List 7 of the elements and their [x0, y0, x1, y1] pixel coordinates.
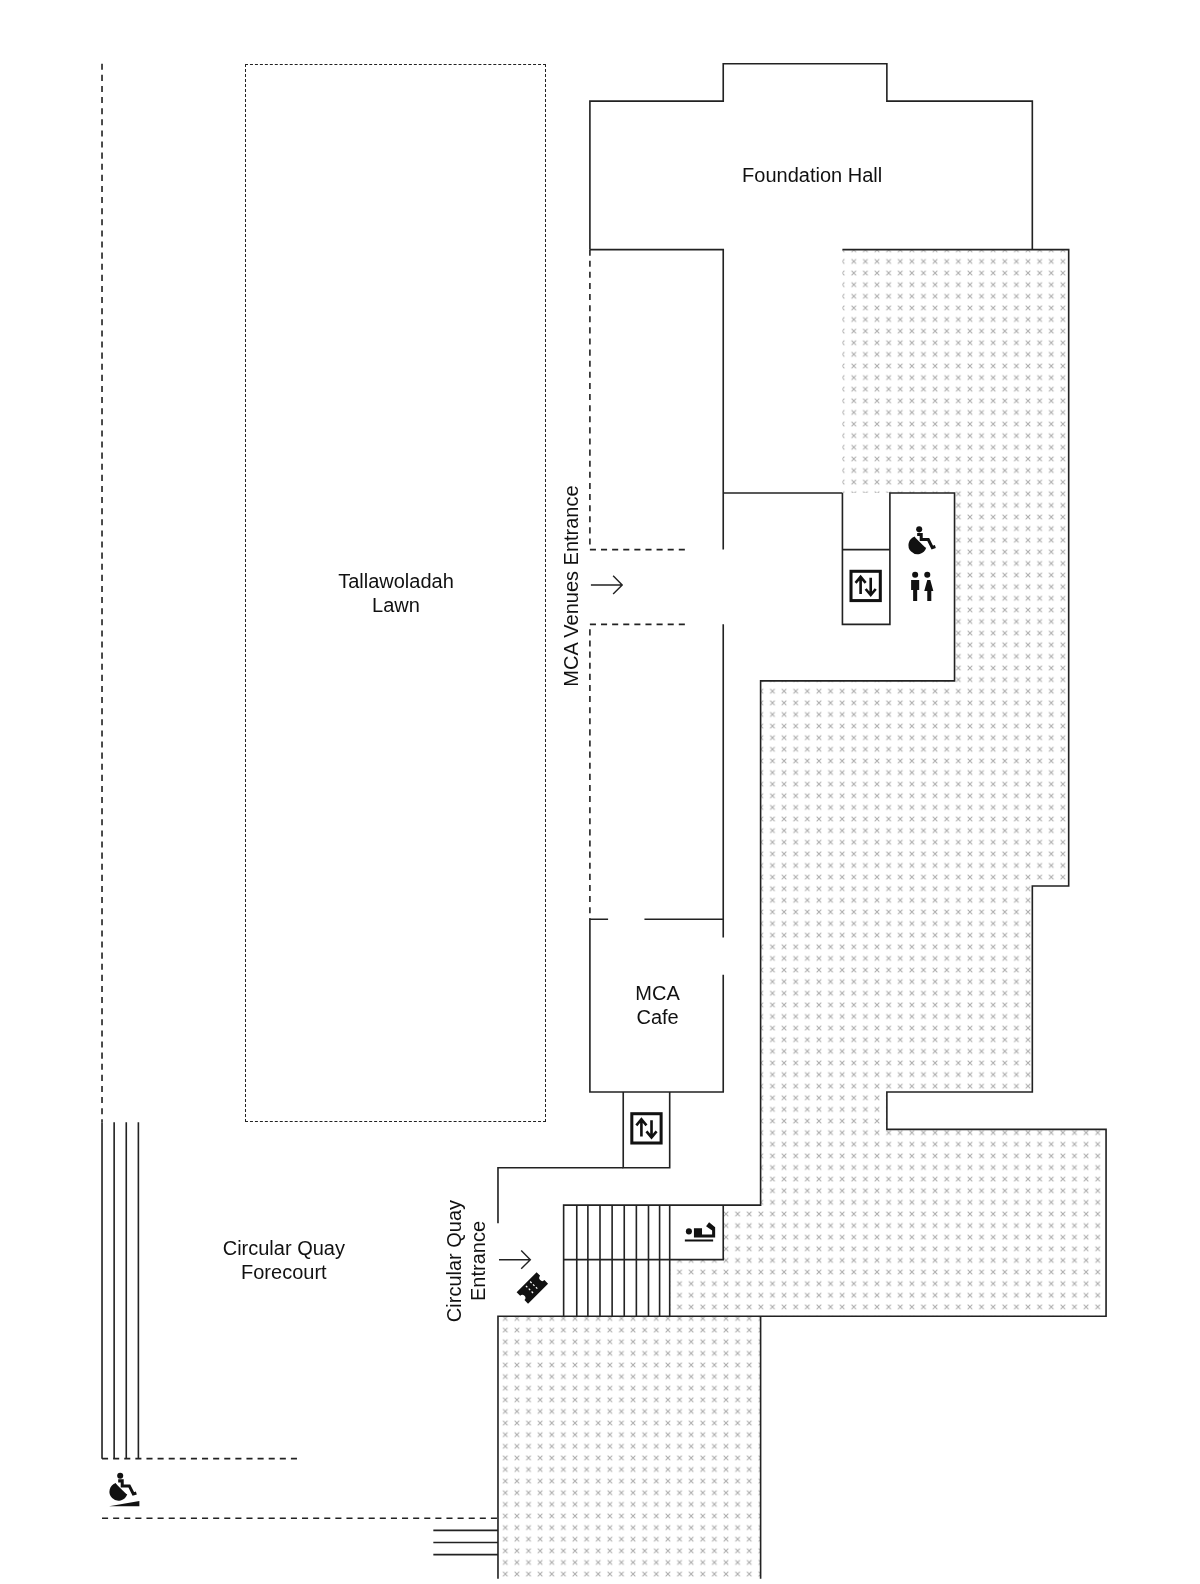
area-label: Tallawoladah Lawn [337, 568, 455, 617]
lawn-area [245, 63, 547, 1123]
area-label: Circular Quay Forecourt [221, 1235, 346, 1284]
room-label: Foundation Hall [712, 162, 913, 187]
room-label: MCA Cafe [617, 981, 698, 1030]
entrance-label: Circular Quay Entrance [441, 1198, 490, 1324]
entrance-label: MCA Venues Entrance [558, 484, 583, 689]
